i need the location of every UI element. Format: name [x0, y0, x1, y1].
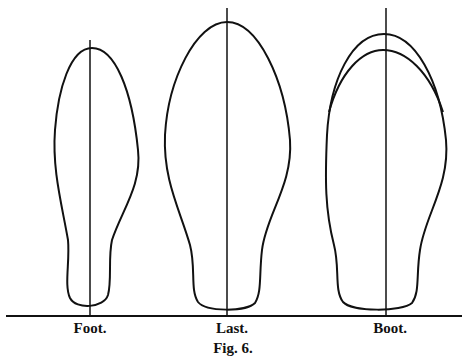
figure-label: Boot. [373, 320, 407, 337]
foot-axis [89, 40, 91, 316]
foot-outline [54, 48, 138, 306]
base-line [6, 315, 462, 317]
boot-axis [385, 8, 387, 316]
figure-label: Last. [216, 320, 248, 337]
figure-caption: Fig. 6. [213, 340, 253, 357]
figure-label: Foot. [74, 320, 107, 337]
last-axis [226, 8, 228, 316]
